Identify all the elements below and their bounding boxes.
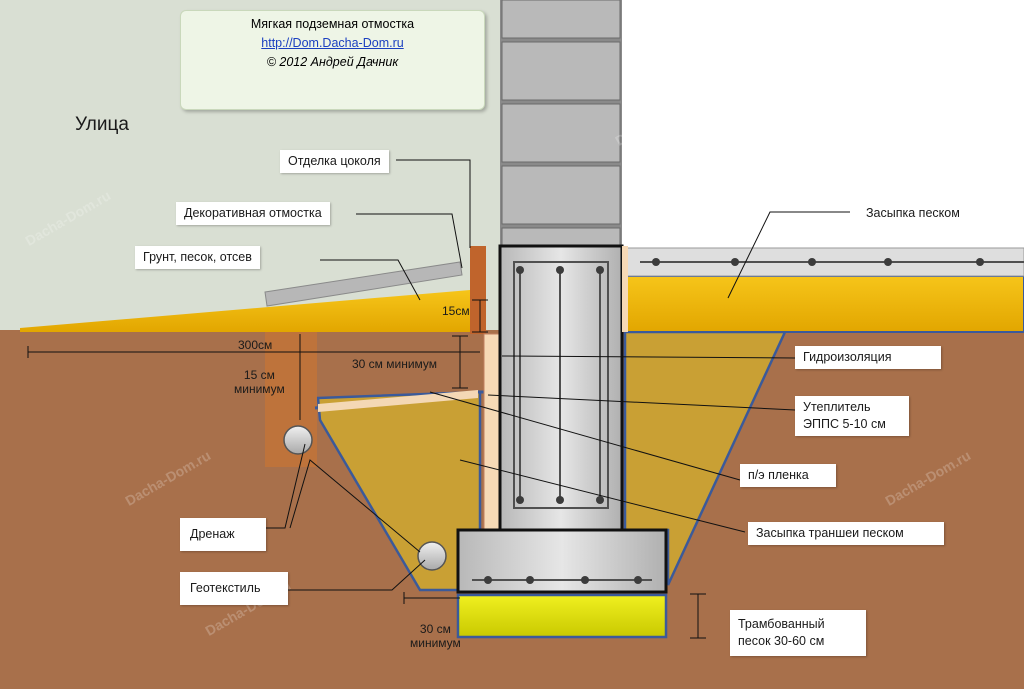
label-plinth-finish: Отделка цоколя: [280, 150, 389, 173]
insulation-board: [318, 390, 478, 412]
dim-30cm-bottom-line2: минимум: [410, 636, 461, 650]
drain-pipe-upper: [283, 425, 313, 455]
dim-30cm-min: 30 см минимум: [352, 357, 438, 371]
label-insulation: Утеплитель ЭППС 5-10 см: [795, 396, 909, 436]
rebar-cage: [513, 261, 609, 509]
dimension-lines: [27, 299, 706, 639]
footing: [456, 528, 668, 594]
rebar-dots: [516, 266, 604, 504]
leader-lines: [250, 159, 850, 591]
label-insulation-line2: ЭППС 5-10 см: [803, 416, 886, 431]
dim-15cm-min-line2: минимум: [234, 382, 285, 396]
dim-30cm-bottom-line1: 30 см: [419, 622, 451, 636]
label-sand-backfill: Засыпка песком: [866, 206, 960, 220]
house-interior: [622, 0, 1024, 250]
plinth-finish: [470, 246, 486, 334]
dim-15cm-min: 15 см минимум: [234, 368, 285, 396]
dim-15cm: 15см: [442, 304, 470, 318]
decorative-slab: [264, 261, 463, 307]
blind-area-sand: [20, 290, 480, 332]
label-decorative-blind-area: Декоративная отмостка: [176, 202, 330, 225]
label-geotextile: Геотекстиль: [180, 572, 288, 605]
label-waterproofing: Гидроизоляция: [795, 346, 941, 369]
label-trench-backfill: Засыпка траншеи песком: [748, 522, 944, 545]
compacted-sand: [456, 593, 668, 639]
label-compacted-sand-line1: Трамбованный: [738, 617, 825, 631]
drain-pipe-lower: [417, 541, 447, 571]
soil-under-floor: [622, 330, 1024, 340]
label-pe-film: п/э пленка: [740, 464, 836, 487]
title-scroll: Мягкая подземная отмостка http://Dom.Dac…: [180, 10, 485, 110]
foundation-insulation: [483, 333, 501, 531]
label-insulation-line1: Утеплитель: [803, 400, 871, 414]
dim-300cm: 300см: [238, 338, 273, 352]
label-compacted-sand: Трамбованный песок 30-60 см: [730, 610, 866, 656]
dim-30cm-bottom: 30 см минимум: [410, 622, 461, 650]
label-drainage: Дренаж: [180, 518, 266, 551]
title-heading: Мягкая подземная отмостка: [250, 17, 415, 31]
street-label: Улица: [75, 114, 129, 135]
floor-rebar-dots: [652, 258, 984, 266]
footing-rebar-dots: [484, 576, 642, 584]
masonry-blocks: [501, 0, 621, 247]
label-compacted-sand-line2: песок 30-60 см: [738, 633, 825, 648]
floor-insulation-edge: [622, 246, 628, 332]
dim-15cm-min-line1: 15 см: [243, 368, 275, 382]
label-soil-sand-screening: Грунт, песок, отсев: [135, 246, 260, 269]
floor-sand-backfill: [624, 275, 1024, 333]
title-link[interactable]: http://Dom.Dacha-Dom.ru: [261, 36, 404, 50]
title-copyright: © 2012 Андрей Дачник: [266, 55, 399, 69]
